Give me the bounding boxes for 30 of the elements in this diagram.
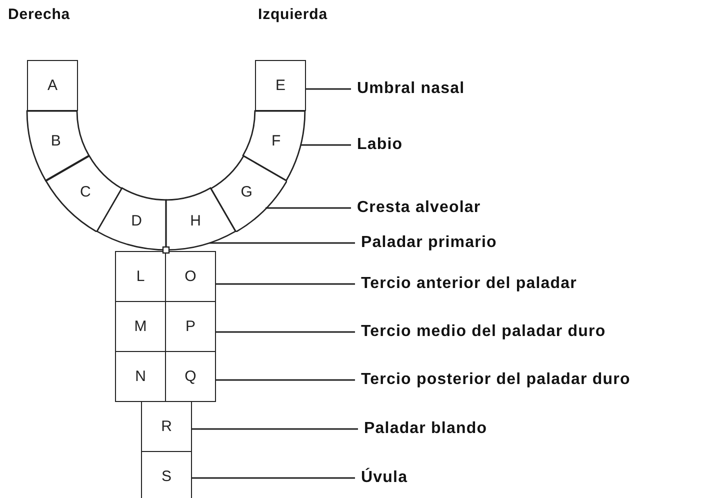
- part-label: Paladar primario: [361, 234, 497, 252]
- arch-segment: F: [242, 110, 306, 182]
- leader-line: [210, 242, 355, 244]
- palate-segment: S: [141, 451, 192, 498]
- part-label: Umbral nasal: [357, 80, 465, 98]
- palate-segment: A: [27, 60, 78, 111]
- arch-segment: B: [26, 110, 90, 182]
- part-label: Cresta alveolar: [357, 199, 481, 217]
- leader-line: [300, 144, 351, 146]
- leader-line: [215, 283, 355, 285]
- side-label: Derecha: [8, 6, 70, 23]
- part-label: Labio: [357, 136, 403, 154]
- leader-line: [191, 477, 355, 479]
- leader-line: [215, 331, 355, 333]
- part-label: Tercio anterior del paladar: [361, 275, 577, 293]
- part-label: Tercio posterior del paladar duro: [361, 371, 630, 389]
- part-label: Paladar blando: [364, 420, 488, 438]
- side-label: Izquierda: [258, 6, 328, 23]
- part-label: Úvula: [361, 469, 408, 487]
- leader-line: [215, 379, 355, 381]
- leader-line: [191, 428, 358, 430]
- arch-segment: C: [44, 154, 122, 232]
- leader-line: [305, 88, 351, 90]
- leader-line: [266, 207, 351, 209]
- arch-segment: H: [165, 187, 236, 251]
- arch-segment: G: [210, 154, 288, 232]
- arch-segment: D: [96, 187, 167, 251]
- part-label: Tercio medio del paladar duro: [361, 323, 606, 341]
- palate-segment: E: [255, 60, 306, 111]
- palate-segment: R: [141, 401, 192, 452]
